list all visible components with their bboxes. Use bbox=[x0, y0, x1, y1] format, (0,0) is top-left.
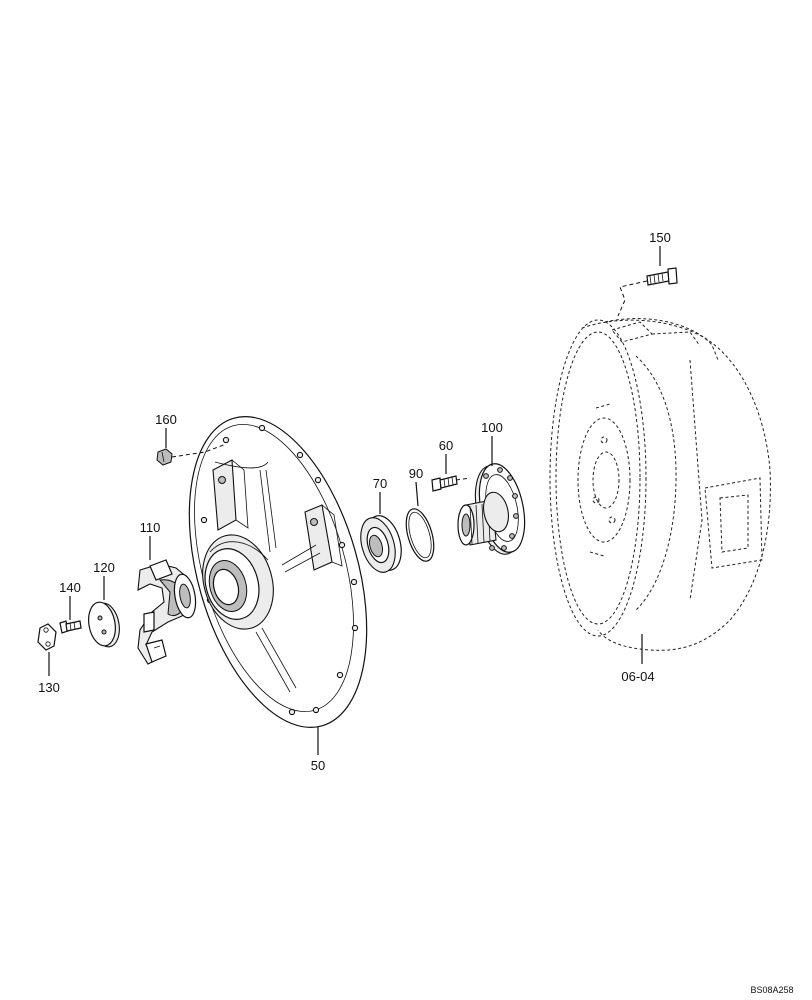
nut-160 bbox=[156, 428, 227, 466]
label-90: 90 bbox=[409, 466, 423, 481]
snap-ring-90 bbox=[405, 481, 435, 562]
label-06-04: 06-04 bbox=[621, 669, 654, 684]
plate-120 bbox=[88, 576, 120, 648]
label-60: 60 bbox=[439, 438, 453, 453]
transmission-housing bbox=[549, 318, 771, 651]
bolt-150 bbox=[617, 267, 678, 317]
label-120: 120 bbox=[93, 560, 115, 575]
label-150: 150 bbox=[649, 230, 671, 245]
label-50: 50 bbox=[311, 758, 325, 773]
lock-plate-130 bbox=[37, 623, 57, 676]
label-130: 130 bbox=[38, 680, 60, 695]
drawing-code: BS08A258 bbox=[750, 985, 793, 995]
label-110: 110 bbox=[140, 520, 161, 535]
label-160: 160 bbox=[155, 412, 177, 427]
bolt-60 bbox=[431, 454, 471, 492]
label-140: 140 bbox=[59, 580, 81, 595]
flange-shaft-100 bbox=[457, 436, 526, 555]
housing-plate-50 bbox=[188, 416, 368, 755]
label-70: 70 bbox=[373, 476, 387, 491]
bolt-140 bbox=[59, 596, 82, 634]
yoke-110 bbox=[137, 536, 197, 665]
label-100: 100 bbox=[481, 420, 503, 435]
bearing-70 bbox=[360, 492, 402, 573]
